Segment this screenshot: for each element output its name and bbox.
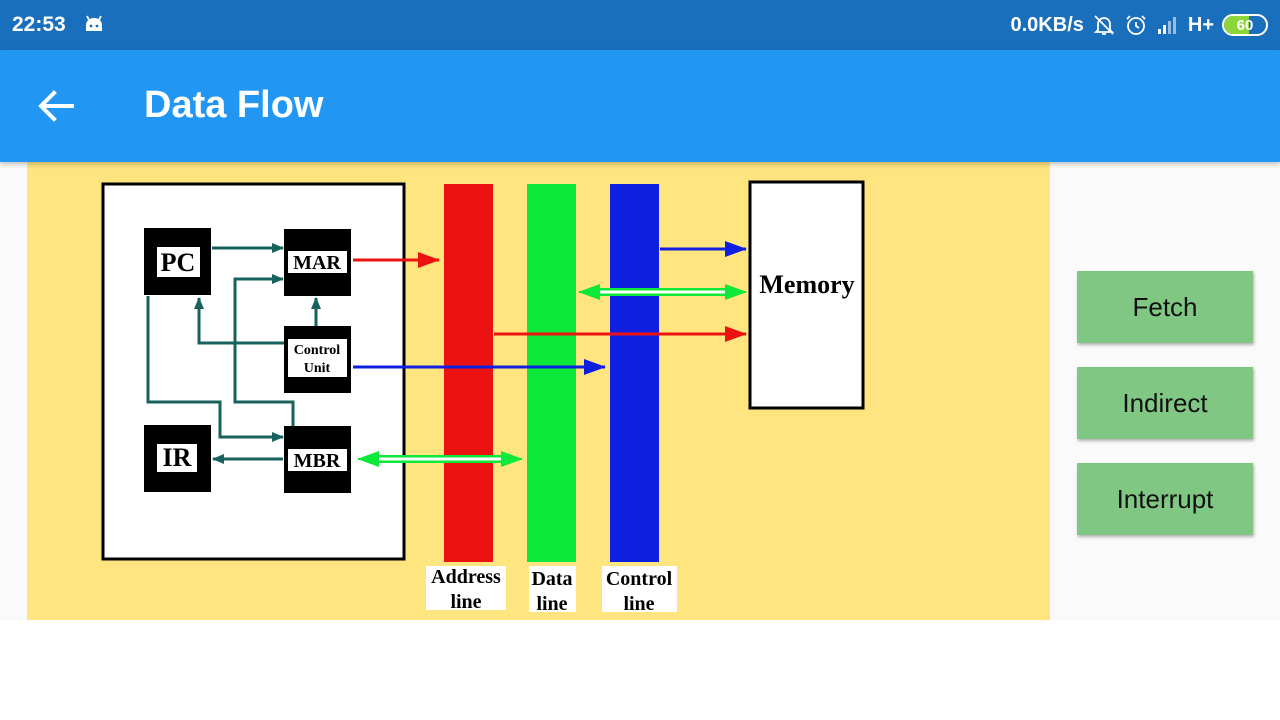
address-line-label-1: Address: [431, 566, 501, 588]
data-line-label-2: line: [536, 593, 567, 615]
data-bus: [527, 184, 576, 562]
control-unit-label-line1: Control: [294, 343, 341, 358]
memory-label: Memory: [759, 270, 854, 299]
pc-to-mbr-arrow: [146, 296, 284, 442]
battery-level: 60: [1236, 16, 1254, 34]
cycle-buttons: Fetch Indirect Interrupt: [1077, 271, 1253, 559]
control-line-label-2: line: [623, 593, 654, 615]
status-time: 22:53: [12, 13, 66, 36]
mar-label: MAR: [293, 252, 341, 274]
mbr-label: MBR: [294, 450, 341, 472]
control-bus: [610, 184, 659, 562]
interrupt-button[interactable]: Interrupt: [1077, 463, 1253, 535]
battery-icon: 60: [1222, 14, 1268, 36]
status-bar: 22:53 0.0KB/s H+ 60: [0, 0, 1280, 50]
indirect-button[interactable]: Indirect: [1077, 367, 1253, 439]
control-unit: Control Unit: [284, 326, 351, 393]
control-to-pc-arrow: [194, 297, 284, 345]
data-line-label-1: Data: [531, 568, 572, 590]
register-pc: PC: [144, 228, 211, 295]
android-debug-icon: [86, 15, 102, 31]
battery-fill: [1224, 16, 1250, 34]
data-flow-diagram: PC MAR Control Unit IR MBR: [101, 180, 865, 615]
bell-muted-icon: [1093, 15, 1115, 35]
ir-label: IR: [163, 443, 192, 472]
alarm-clock-icon: [1126, 15, 1146, 35]
control-line-label-1: Control: [606, 568, 673, 590]
address-bus: [444, 184, 493, 562]
diagram-panel: PC MAR Control Unit IR MBR: [27, 162, 1050, 620]
control-unit-label-line2: Unit: [304, 361, 331, 376]
register-mbr: MBR: [284, 426, 351, 493]
memory-box: [748, 180, 865, 410]
fetch-button[interactable]: Fetch: [1077, 271, 1253, 343]
register-ir: IR: [144, 425, 211, 492]
content-area: PC MAR Control Unit IR MBR: [0, 162, 1280, 620]
mbr-to-mar-arrow: [233, 274, 295, 426]
pc-label: PC: [161, 248, 196, 277]
address-line-label-2: line: [450, 591, 481, 613]
network-speed: 0.0KB/s: [1010, 13, 1084, 36]
register-mar: MAR: [284, 229, 351, 296]
network-type: H+: [1187, 13, 1214, 36]
signal-icon: [1157, 17, 1176, 34]
status-indicators: 0.0KB/s H+ 60: [1010, 12, 1268, 38]
arrow-left-icon[interactable]: [28, 78, 84, 134]
page-title: Data Flow: [144, 84, 324, 126]
app-bar: Data Flow: [0, 50, 1280, 162]
